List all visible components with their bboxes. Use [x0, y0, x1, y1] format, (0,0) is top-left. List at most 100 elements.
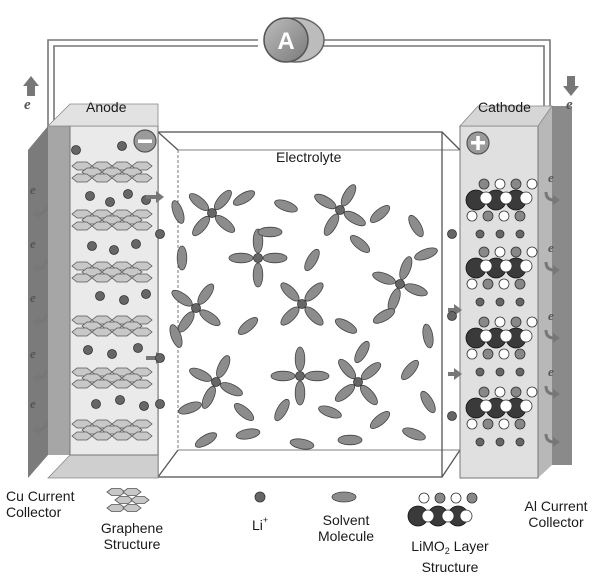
oxygen-atom: [466, 210, 478, 222]
solvent-molecule: [171, 289, 193, 307]
graphene-hexagon: [91, 379, 113, 389]
legend-cu-collector-line1: Cu Current: [6, 488, 75, 504]
electron-arrow-icon: [544, 191, 560, 205]
graphene-hexagon: [91, 327, 113, 337]
li-ion: [123, 189, 133, 199]
li-flow-arrow-icon: [448, 368, 462, 380]
positive-terminal-icon: [466, 131, 490, 155]
oxygen-atom: [526, 316, 538, 328]
electron-label: e: [548, 364, 554, 379]
graphene-hexagon: [71, 273, 93, 283]
electron-label: e: [30, 346, 36, 361]
solvent-molecule: [216, 355, 231, 379]
solvent-molecule: [176, 245, 188, 271]
solvent-molecule: [340, 184, 357, 207]
solvent-molecule: [402, 427, 426, 441]
li-ion: [155, 399, 165, 409]
oxygen-atom: [482, 418, 494, 430]
li-ion: [85, 191, 95, 201]
li-ion: [297, 299, 307, 309]
solvent-molecule: [201, 385, 216, 409]
oxygen-atom: [450, 492, 462, 504]
electron-label: e: [30, 396, 36, 411]
solvent-molecule: [233, 403, 255, 421]
li-ion: [105, 197, 115, 207]
li-ion: [87, 241, 97, 251]
legend-li-ion-label: Li+: [252, 512, 268, 533]
limo2-layer: [465, 178, 538, 239]
legend-al-collector-line1: Al Current: [524, 498, 588, 514]
solvent-molecule: [349, 235, 371, 253]
electron-label: e: [548, 240, 554, 255]
li-ion: [515, 367, 525, 377]
solvent-molecule: [422, 323, 434, 349]
oxygen-atom: [441, 509, 455, 523]
li-ion: [475, 229, 485, 239]
electrolyte-box: [157, 131, 461, 478]
legend-graphene-label: Graphene Structure: [92, 520, 172, 552]
li-ion: [139, 401, 149, 411]
solvated-li-cluster: [334, 358, 382, 406]
electron-arrow-icon: [32, 205, 48, 219]
graphene-sheet: [71, 209, 153, 231]
graphene-hexagon: [131, 431, 153, 441]
graphene-sheet: [71, 315, 153, 337]
solvent-molecule: [214, 214, 236, 233]
solvent-molecule: [289, 438, 315, 450]
solvated-li-cluster: [228, 228, 288, 288]
solvent-molecule: [354, 340, 370, 364]
oxygen-atom: [514, 210, 526, 222]
oxygen-atom: [494, 316, 506, 328]
oxygen-atom: [499, 329, 513, 343]
solvent-molecule: [294, 380, 306, 406]
solvent-molecule: [280, 282, 300, 302]
legend-limo2-line1: LiMO2 Layer: [400, 538, 500, 559]
electron-flow-arrows: [32, 191, 560, 447]
oxygen-atom: [494, 246, 506, 258]
oxygen-atom: [466, 348, 478, 360]
solvated-li-cluster: [189, 355, 243, 409]
solvent-molecule: [219, 382, 243, 397]
external-circuit: [47, 39, 551, 128]
solvated-li-cluster: [280, 282, 324, 326]
li-ion: [495, 297, 505, 307]
solvent-molecule: [194, 432, 218, 448]
legend-solvent-line2: Molecule: [317, 528, 375, 544]
li-ion: [91, 399, 101, 409]
ammeter-icon: A: [263, 17, 325, 63]
graphene-hexagon: [111, 327, 133, 337]
solvent-molecule: [420, 390, 436, 414]
oxygen-atom: [526, 178, 538, 190]
li-ion: [109, 245, 119, 255]
solvated-li-cluster: [372, 256, 428, 312]
oxygen-atom: [478, 246, 490, 258]
oxygen-atom: [499, 259, 513, 273]
solvent-molecule: [169, 324, 183, 348]
li-ion-base: Li: [252, 517, 263, 533]
li-ion: [107, 349, 117, 359]
oxygen-atom: [510, 316, 522, 328]
graphene-hexagon: [71, 327, 93, 337]
solvent-molecule: [401, 359, 419, 381]
graphene-hexagon: [122, 488, 142, 496]
oxygen-atom: [499, 191, 513, 205]
solvent-molecule: [372, 308, 396, 324]
al-current-collector: [538, 106, 572, 478]
li-flow-arrow-icon: [448, 304, 462, 316]
graphene-sheet: [71, 261, 153, 283]
oxygen-atom: [519, 259, 533, 273]
solvent-molecule: [252, 262, 264, 288]
oxygen-atom: [498, 348, 510, 360]
oxygen-atom: [499, 399, 513, 413]
limo2-pre: LiMO: [411, 538, 445, 554]
li-ion: [495, 229, 505, 239]
electron-arrow-icon: [32, 313, 48, 327]
li-ion: [131, 239, 141, 249]
solvent-molecule: [304, 370, 330, 382]
oxygen-atom: [434, 492, 446, 504]
oxygen-atom: [466, 492, 478, 504]
li-ion: [295, 371, 305, 381]
solvent-molecule: [323, 213, 340, 236]
legend-solvent-line1: Solvent: [322, 512, 370, 528]
